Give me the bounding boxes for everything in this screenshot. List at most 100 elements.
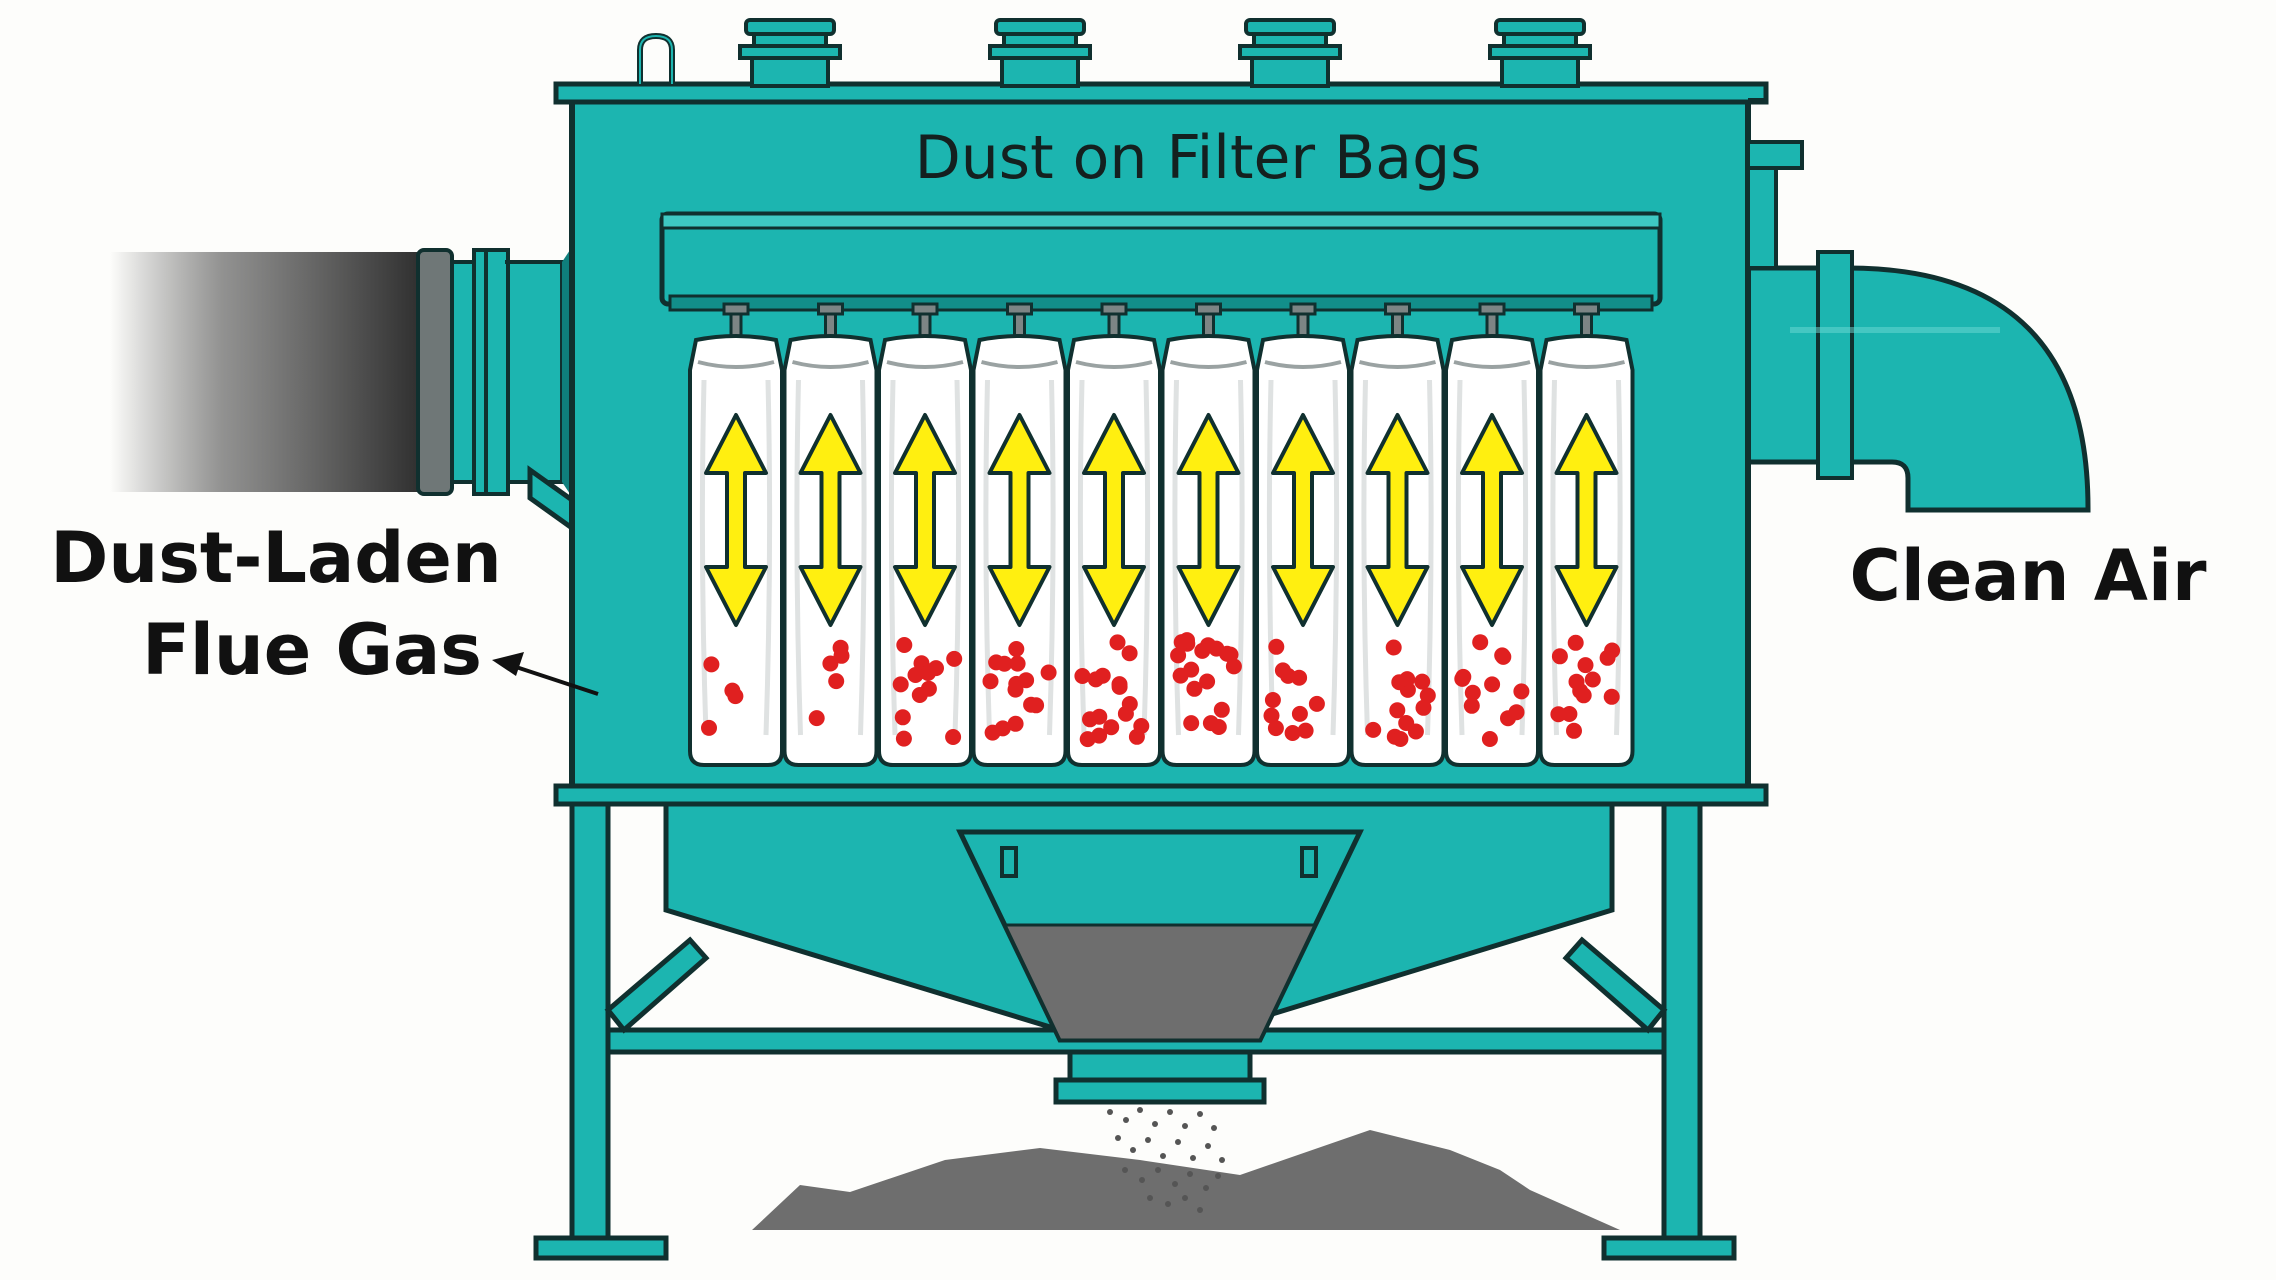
airflow-arrow-icon (1082, 413, 1146, 627)
dust-particle (1550, 706, 1567, 723)
dust-particle (1464, 684, 1481, 701)
dust-particle (1551, 648, 1568, 665)
airflow-arrow-icon (1460, 413, 1524, 627)
dust-particle (896, 637, 913, 653)
dust-particle (1508, 704, 1525, 721)
dust-particle (1087, 671, 1104, 688)
dust-particle (1291, 669, 1308, 686)
dust-particle (808, 710, 825, 727)
dust-particle (1604, 642, 1621, 659)
dust-particle (1103, 719, 1120, 736)
dust-particle (1291, 705, 1308, 722)
dust-particle (1513, 683, 1530, 700)
dust-particles (1550, 634, 1621, 739)
dust-particles (1170, 632, 1242, 735)
airflow-arrow-icon (1176, 413, 1241, 627)
top-port (988, 18, 1092, 88)
dust-particle (946, 650, 963, 667)
lifting-lug (637, 32, 675, 84)
dust-particles (1263, 638, 1325, 741)
dust-particle (1213, 701, 1230, 718)
dust-particle (1007, 715, 1024, 732)
filter-bag (1066, 302, 1162, 767)
outlet-duct (1745, 250, 2091, 513)
dust-particle (945, 729, 962, 745)
dust-particle (1082, 711, 1098, 728)
dust-particles (701, 656, 744, 736)
filter-bag (1538, 302, 1635, 767)
support-frame (527, 465, 1751, 1261)
dust-particle (1274, 662, 1291, 679)
dust-particle (1385, 639, 1402, 656)
dust-particle (1308, 695, 1325, 712)
dust-particle (1208, 640, 1225, 657)
dust-particle (1199, 673, 1216, 690)
dust-particle (1186, 680, 1203, 697)
dust-particle (1263, 707, 1280, 724)
dust-particles (808, 639, 850, 727)
dust-particle (1567, 634, 1584, 651)
airflow-arrow-icon (1554, 413, 1619, 627)
dust-particle (1194, 642, 1211, 659)
airflow-arrow-icon (798, 413, 863, 627)
dust-particle (822, 655, 839, 672)
top-port (1238, 18, 1342, 88)
dust-particle (1472, 634, 1489, 651)
dust-particle (724, 682, 741, 699)
dust-particle (1419, 687, 1436, 704)
dust-particle (1040, 664, 1057, 681)
dust-particle (1484, 676, 1501, 693)
dust-particles (1074, 634, 1150, 748)
dust-particle (1454, 670, 1471, 687)
dust-on-filter-bags-label: Dust on Filter Bags (915, 123, 1482, 193)
dust-particles (982, 641, 1057, 741)
top-port (1488, 18, 1592, 88)
airflow-arrow-icon (893, 413, 957, 627)
dust-particle (1577, 657, 1594, 674)
dust-particle (892, 676, 909, 693)
dust-particle (895, 730, 912, 747)
dust-particle (1264, 692, 1281, 708)
dust-particle (996, 655, 1013, 672)
dust-particle (1183, 661, 1200, 678)
dust-particle (1584, 671, 1601, 688)
dust-particle (1398, 715, 1415, 731)
flue-gas-label: Flue Gas (142, 609, 482, 691)
dust-particle (1463, 697, 1480, 714)
dust-particle (1117, 705, 1134, 722)
filter-bag (971, 302, 1068, 767)
dust-particle (1179, 632, 1195, 649)
airflow-arrow-icon (704, 413, 768, 627)
dust-particle (1023, 696, 1040, 713)
dust-particle (894, 709, 911, 726)
dust-particle (1399, 671, 1416, 688)
dust-particle (833, 647, 850, 664)
airflow-arrow-icon (987, 413, 1052, 627)
dust-particle (982, 673, 999, 690)
falling-dust (1107, 1107, 1225, 1213)
dust-laden-label: Dust-Laden (50, 517, 501, 599)
dust-particles (1365, 639, 1436, 747)
dust-particle (1603, 688, 1620, 705)
dust-particle (701, 719, 717, 736)
filter-bag (1255, 302, 1351, 767)
dust-particle (1389, 702, 1406, 719)
dust-particle (1297, 722, 1314, 739)
filter-bags (688, 302, 1635, 767)
dust-particles (1454, 634, 1530, 747)
top-ports (738, 18, 1592, 88)
dust-particle (1008, 641, 1025, 657)
filter-bag (1349, 302, 1446, 767)
dust-particle (828, 673, 845, 690)
dust-particle (1284, 725, 1301, 741)
airflow-arrow-icon (1271, 413, 1335, 627)
dust-particle (1495, 648, 1512, 665)
clean-air-label: Clean Air (1850, 535, 2207, 617)
dust-particle (1109, 634, 1126, 651)
dust-pile (752, 1107, 1620, 1230)
dust-particle (1267, 720, 1284, 737)
dust-particle (1079, 731, 1096, 748)
dust-particle (1481, 731, 1498, 747)
dust-particle (911, 687, 928, 703)
